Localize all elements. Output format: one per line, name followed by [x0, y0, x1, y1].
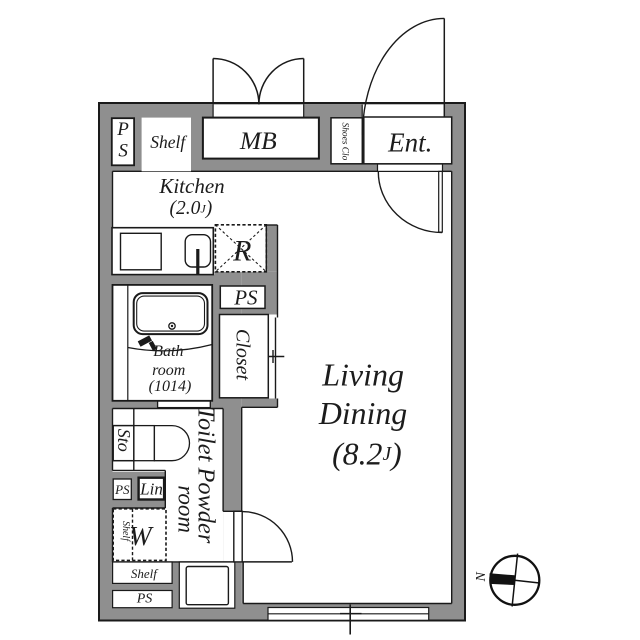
svg-text:Living: Living	[321, 356, 404, 392]
svg-text:Bath: Bath	[153, 343, 183, 360]
svg-text:Ent.: Ent.	[387, 127, 432, 157]
svg-text:Shoes Clo: Shoes Clo	[340, 123, 350, 161]
svg-text:PS: PS	[114, 482, 130, 497]
svg-text:PS: PS	[136, 592, 153, 607]
svg-text:MB: MB	[239, 126, 277, 155]
svg-text:(1014): (1014)	[149, 378, 192, 395]
svg-text:PS: PS	[233, 286, 258, 310]
svg-text:P: P	[116, 119, 129, 140]
svg-text:room: room	[173, 485, 198, 533]
svg-text:Closet: Closet	[231, 329, 253, 381]
svg-text:(8.2J): (8.2J)	[332, 437, 402, 472]
svg-text:S: S	[118, 141, 128, 162]
svg-text:Kitchen: Kitchen	[158, 174, 224, 198]
svg-text:Shelf: Shelf	[131, 566, 159, 581]
svg-text:Shelf: Shelf	[150, 132, 187, 152]
svg-text:W: W	[129, 521, 154, 551]
svg-text:room: room	[152, 362, 185, 379]
svg-text:Sto: Sto	[114, 429, 134, 452]
svg-text:Lin: Lin	[139, 480, 163, 499]
svg-text:Shelf: Shelf	[120, 521, 131, 542]
svg-text:(2.0J): (2.0J)	[170, 198, 213, 219]
svg-text:Dining: Dining	[318, 396, 407, 431]
svg-text:Toilet Powder: Toilet Powder	[193, 407, 220, 544]
svg-text:N: N	[474, 571, 489, 582]
svg-text:R: R	[232, 235, 251, 268]
